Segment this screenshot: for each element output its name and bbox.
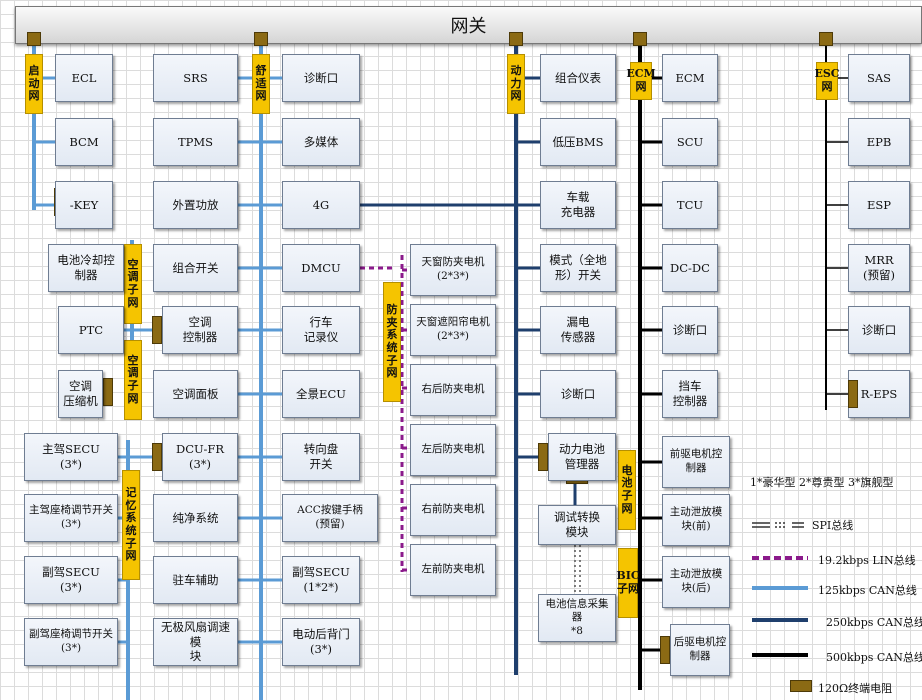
node-kt-ctrl: 空调 控制器 xyxy=(162,306,238,354)
terminator-ecm xyxy=(633,32,647,46)
node-acc: ACC按键手柄 (预留) xyxy=(282,494,378,542)
node-wujifeng: 无极风扇调速模 块 xyxy=(153,618,238,666)
node-4g: 4G xyxy=(282,181,360,229)
node-bcm: BCM xyxy=(55,118,113,166)
node-zhuanxiang: 转向盘 开关 xyxy=(282,433,360,481)
node-mrr: MRR (预留) xyxy=(848,244,910,292)
subnet-esc: ESC 网 xyxy=(814,62,840,100)
legend-can125: 125kbps CAN总线 xyxy=(818,584,917,597)
node-diandong: 电动后背门 (3*) xyxy=(282,618,360,666)
node-xingche: 行车 记录仪 xyxy=(282,306,360,354)
node-esp: ESP xyxy=(848,181,910,229)
node-cluster: 组合仪表 xyxy=(540,54,616,102)
terminator-reps xyxy=(848,380,858,408)
node-lv-bms: 低压BMS xyxy=(540,118,616,166)
node-zd-front: 主动泄放模 块(前) xyxy=(662,494,730,546)
node-mode-switch: 模式（全地 形）开关 xyxy=(540,244,616,292)
legend-terminator-swatch xyxy=(790,680,812,692)
legend-spi: SPI总线 xyxy=(812,519,854,532)
terminator-kt-ctrl xyxy=(152,316,162,344)
node-leak-sensor: 漏电 传感器 xyxy=(540,306,616,354)
node-fu-seat: 副驾座椅调节开关 (3*) xyxy=(24,618,118,666)
subnet-dianchi: 电池 子网 xyxy=(618,450,636,530)
node-media: 多媒体 xyxy=(282,118,360,166)
terminator-houqu xyxy=(660,636,670,664)
node-key: -KEY xyxy=(55,181,113,229)
terminator-dcu xyxy=(152,443,162,471)
node-diag4: 诊断口 xyxy=(848,306,910,354)
node-ecm: ECM xyxy=(662,54,718,102)
subnet-jiyi: 记忆 系统 子网 xyxy=(122,470,140,580)
node-rf-window: 右前防夹电机 xyxy=(410,484,496,536)
node-ecl: ECL xyxy=(55,54,113,102)
terminator-power xyxy=(509,32,523,46)
legend-can500: 500kbps CAN总线 xyxy=(826,651,922,664)
node-diag2: 诊断口 xyxy=(540,370,616,418)
terminator-esc xyxy=(819,32,833,46)
node-sas: SAS xyxy=(848,54,910,102)
terminator-bms xyxy=(538,443,548,471)
node-kt-comp: 空调 压缩机 xyxy=(58,370,103,418)
terminator-comfort xyxy=(254,32,268,46)
node-tianchuang-zy: 天窗遮阳帘电机 (2*3*) xyxy=(410,304,496,356)
node-charger: 车载 充电器 xyxy=(540,181,616,229)
subnet-shuzi: 舒适 网 xyxy=(252,54,270,114)
legend-variant-note: 1*豪华型 2*尊贵型 3*旗舰型 xyxy=(750,476,894,489)
node-fu-secu: 副驾SECU (3*) xyxy=(24,556,118,604)
subnet-qidong: 启动 网 xyxy=(25,54,43,114)
gateway-bar: 网关 xyxy=(15,6,922,44)
terminator-kt-comp xyxy=(103,378,113,406)
subnet-ecm: ECM 网 xyxy=(626,62,656,100)
legend-lin: 19.2kbps LIN总线 xyxy=(818,554,916,567)
gateway-label: 网关 xyxy=(450,16,487,37)
node-bc-cool: 电池冷却控 制器 xyxy=(48,244,124,292)
node-quanjing: 全景ECU xyxy=(282,370,360,418)
subnet-bic: BIC 子网 xyxy=(616,548,640,618)
node-houqu: 后驱电机控 制器 xyxy=(670,624,730,676)
legend-terminator: 120Ω终端电阻 xyxy=(818,682,893,695)
node-qianqu: 前驱电机控 制器 xyxy=(662,436,730,488)
subnet-kongtiao-2: 空调 子网 xyxy=(124,340,142,420)
node-scu: SCU xyxy=(662,118,718,166)
node-reps: R-EPS xyxy=(848,370,910,418)
node-epb: EPB xyxy=(848,118,910,166)
node-diag3: 诊断口 xyxy=(662,306,718,354)
node-kt-panel: 空调面板 xyxy=(153,370,238,418)
node-tcu: TCU xyxy=(662,181,718,229)
node-dangche: 挡车 控制器 xyxy=(662,370,718,418)
node-srs: SRS xyxy=(153,54,238,102)
node-dcdc: DC-DC xyxy=(662,244,718,292)
node-jingjing: 纯净系统 xyxy=(153,494,238,542)
node-zuhe: 组合开关 xyxy=(153,244,238,292)
node-bms: 动力电池 管理器 xyxy=(548,433,616,481)
node-zd-rear: 主动泄放模 块(后) xyxy=(662,556,730,608)
node-debug-module: 调试转换 模块 xyxy=(538,505,616,545)
node-dmcu: DMCU xyxy=(282,244,360,292)
legend-can250: 250kbps CAN总线 xyxy=(826,616,922,629)
subnet-fangjia: 防夹 系统 子网 xyxy=(383,282,401,402)
terminator-qidong xyxy=(27,32,41,46)
node-lf-window: 左前防夹电机 xyxy=(410,544,496,596)
node-tianchuang: 天窗防夹电机 (2*3*) xyxy=(410,244,496,296)
subnet-kongtiao-1: 空调 子网 xyxy=(124,244,142,324)
node-lr-window: 左后防夹电机 xyxy=(410,424,496,476)
node-diag1: 诊断口 xyxy=(282,54,360,102)
node-zhu-seat: 主驾座椅调节开关 (3*) xyxy=(24,494,118,542)
node-tpms: TPMS xyxy=(153,118,238,166)
node-zhu-secu: 主驾SECU (3*) xyxy=(24,433,118,481)
node-bic: 电池信息采集器 *8 xyxy=(538,594,616,642)
node-waizhi: 外置功放 xyxy=(153,181,238,229)
node-fu-secu2: 副驾SECU (1*2*) xyxy=(282,556,360,604)
subnet-dongli: 动力 网 xyxy=(507,54,525,114)
node-ptc: PTC xyxy=(58,306,124,354)
node-zhuche: 驻车辅助 xyxy=(153,556,238,604)
node-rr-window: 右后防夹电机 xyxy=(410,364,496,416)
node-dcu-fr: DCU-FR (3*) xyxy=(162,433,238,481)
